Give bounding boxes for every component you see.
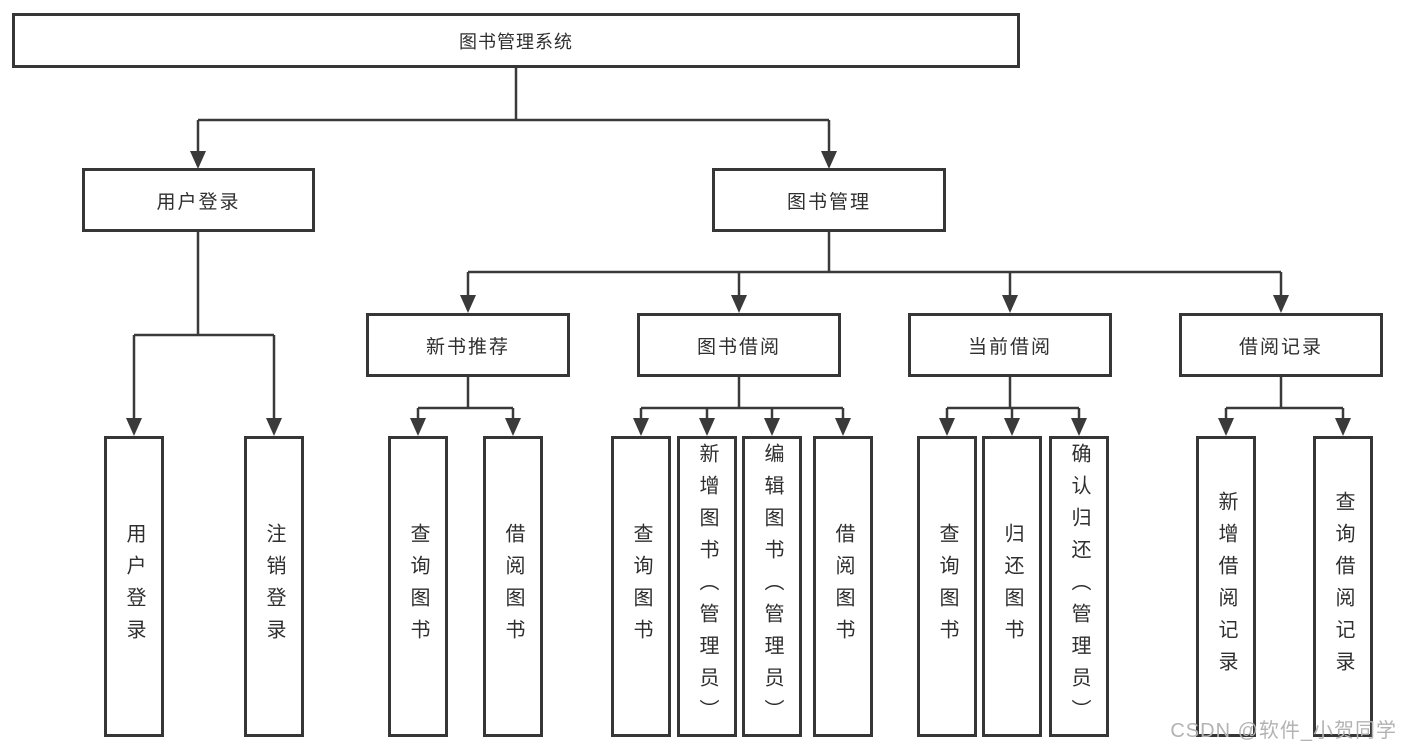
node-borrowing-records: 借阅记录 xyxy=(1179,313,1383,377)
leaf-confirm-return-admin: 确认归还（管理员） xyxy=(1049,436,1109,737)
node-book-management: 图书管理 xyxy=(712,168,946,232)
leaf-borrowing-query-books-label: 查询图书 xyxy=(630,522,652,651)
node-book-management-label: 图书管理 xyxy=(786,191,871,213)
csdn-watermark: CSDN @软件_小贺同学 xyxy=(1170,720,1397,742)
leaf-add-books-admin: 新增图书（管理员） xyxy=(677,436,737,737)
leaf-current-query-books-label: 查询图书 xyxy=(936,522,958,651)
leaf-borrowing-query-books: 查询图书 xyxy=(611,436,671,737)
leaf-borrowing-borrow-books: 借阅图书 xyxy=(813,436,873,737)
leaf-user-login-label: 用户登录 xyxy=(123,522,145,651)
leaf-return-books: 归还图书 xyxy=(982,436,1042,737)
leaf-add-borrow-record-label: 新增借阅记录 xyxy=(1215,490,1237,683)
leaf-return-books-label: 归还图书 xyxy=(1001,522,1023,651)
leaf-user-login: 用户登录 xyxy=(104,436,164,737)
leaf-borrowing-borrow-books-label: 借阅图书 xyxy=(832,522,854,651)
leaf-edit-books-admin-label: 编辑图书（管理员） xyxy=(761,442,783,731)
node-library-system-label: 图书管理系统 xyxy=(459,31,573,52)
leaf-edit-books-admin: 编辑图书（管理员） xyxy=(742,436,802,737)
leaf-query-books-label: 查询图书 xyxy=(407,522,429,651)
leaf-confirm-return-admin-label: 确认归还（管理员） xyxy=(1068,442,1090,731)
node-library-system: 图书管理系统 xyxy=(12,13,1020,68)
node-new-book-recommend-label: 新书推荐 xyxy=(425,336,510,358)
leaf-borrow-books: 借阅图书 xyxy=(483,436,543,737)
node-current-borrowing-label: 当前借阅 xyxy=(967,336,1052,358)
leaf-query-borrow-record: 查询借阅记录 xyxy=(1313,436,1373,737)
node-borrowing-records-label: 借阅记录 xyxy=(1238,336,1323,358)
node-user-login: 用户登录 xyxy=(82,168,315,232)
leaf-borrow-books-label: 借阅图书 xyxy=(502,522,524,651)
leaf-query-borrow-record-label: 查询借阅记录 xyxy=(1332,490,1354,683)
leaf-current-query-books: 查询图书 xyxy=(917,436,977,737)
node-new-book-recommend: 新书推荐 xyxy=(366,313,570,377)
node-book-borrowing-label: 图书借阅 xyxy=(696,336,781,358)
leaf-logout-label: 注销登录 xyxy=(263,522,285,651)
node-book-borrowing: 图书借阅 xyxy=(637,313,841,377)
leaf-add-borrow-record: 新增借阅记录 xyxy=(1196,436,1256,737)
node-current-borrowing: 当前借阅 xyxy=(908,313,1112,377)
leaf-add-books-admin-label: 新增图书（管理员） xyxy=(696,442,718,731)
node-user-login-label: 用户登录 xyxy=(156,191,241,213)
leaf-query-books: 查询图书 xyxy=(388,436,448,737)
leaf-logout: 注销登录 xyxy=(244,436,304,737)
